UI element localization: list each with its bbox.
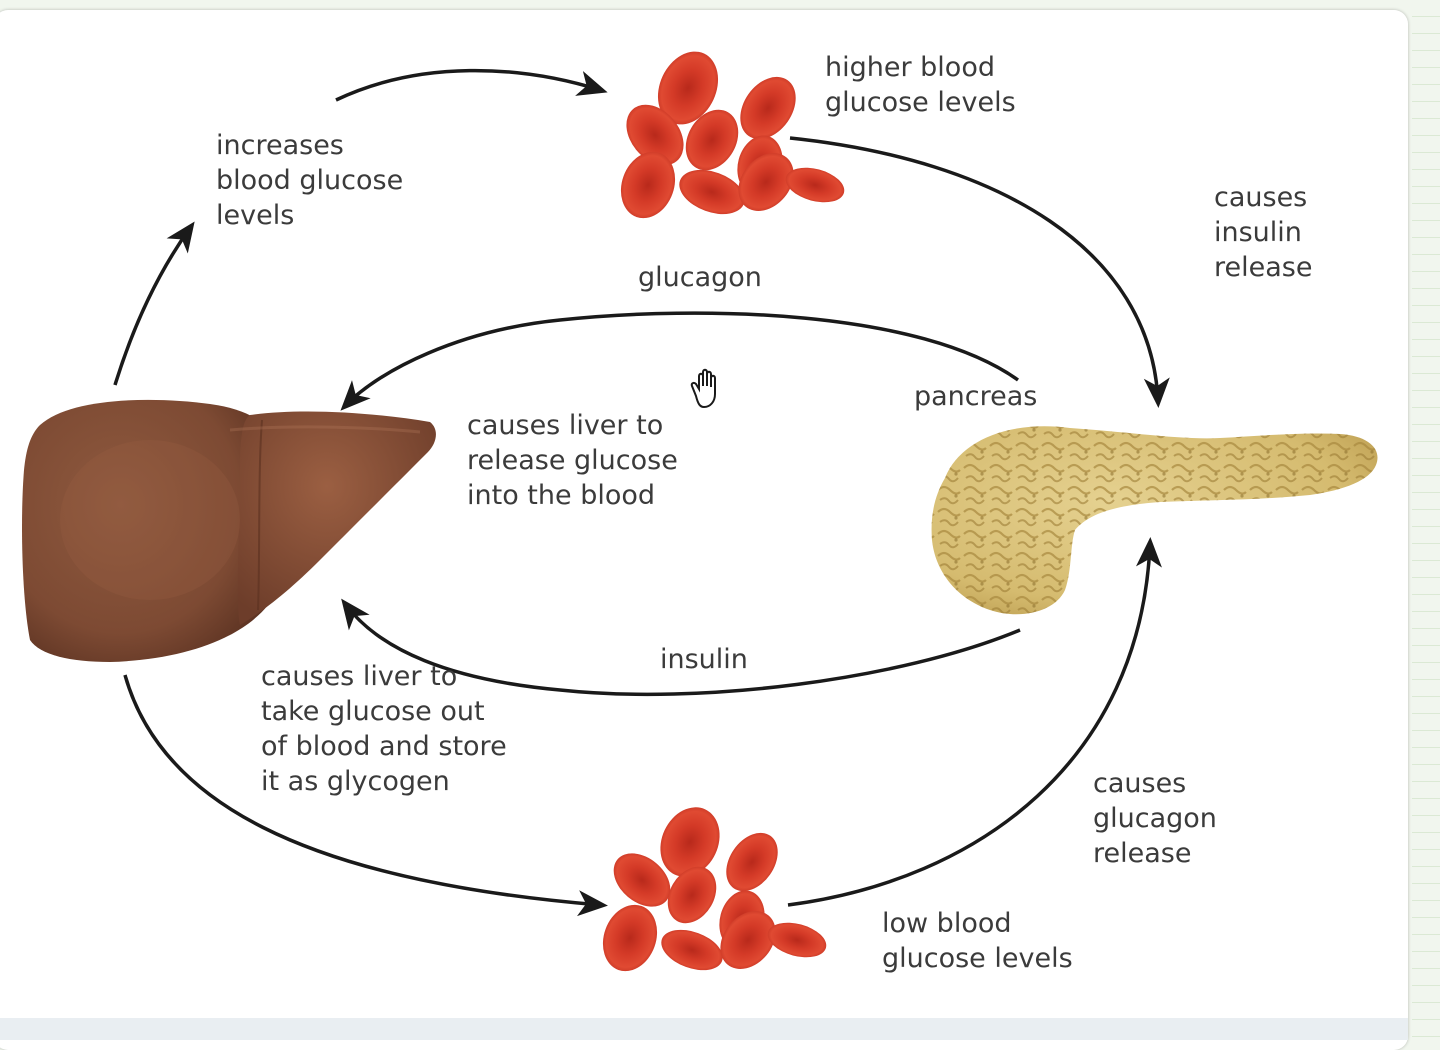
label-insulin: insulin	[660, 644, 748, 675]
card-footer	[0, 1018, 1408, 1040]
label-causes-insulin-release: causes insulin release	[1214, 182, 1313, 283]
arrow-liver-to-high-glucose	[113, 221, 195, 386]
arrow-insulin-to-liver	[341, 598, 1021, 697]
label-glucagon: glucagon	[638, 262, 762, 293]
label-increases-blood-glucose: increases blood glucose levels	[216, 130, 404, 231]
pancreas-illustration	[931, 426, 1378, 615]
notebook-margin	[1412, 0, 1440, 1039]
arrow-glucagon-to-liver	[340, 311, 1020, 411]
low-glucose-blood-cells	[602, 807, 827, 972]
arrow-high-glucose-to-pancreas	[789, 136, 1170, 408]
label-causes-glucagon-release: causes glucagon release	[1093, 768, 1217, 869]
label-liver-store-glycogen: causes liver to take glucose out of bloo…	[261, 661, 507, 797]
arrow-liver-to-low-glucose	[123, 674, 608, 917]
high-glucose-blood-cells	[620, 51, 845, 219]
arrow-low-glucose-to-pancreas	[787, 537, 1162, 907]
label-low-blood-glucose: low blood glucose levels	[882, 908, 1073, 974]
hand-cursor-icon	[690, 368, 716, 409]
liver-illustration	[22, 399, 436, 662]
label-higher-blood-glucose: higher blood glucose levels	[825, 52, 1016, 118]
label-pancreas: pancreas	[914, 381, 1038, 412]
label-liver-release-glucose: causes liver to release glucose into the…	[467, 410, 678, 511]
arrow-to-high-blood-cells	[335, 68, 608, 102]
